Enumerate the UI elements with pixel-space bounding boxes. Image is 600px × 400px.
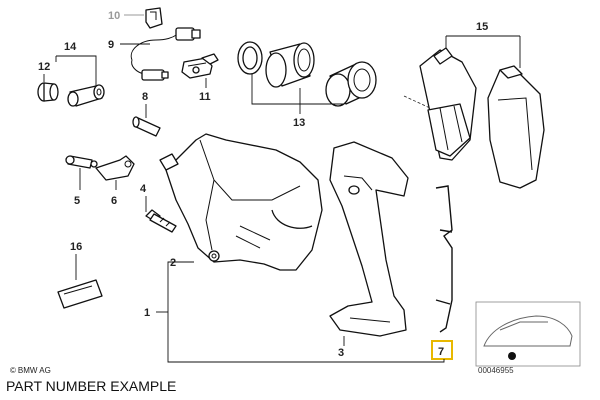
label-16[interactable]: 16	[70, 241, 82, 253]
part-7-anti-rattle-spring[interactable]	[435, 185, 453, 333]
label-7[interactable]: 7	[438, 346, 444, 358]
part-15-brake-pad-outer[interactable]	[487, 65, 545, 189]
part-3-caliper-carrier[interactable]	[329, 141, 409, 337]
thumbnail-code: 00046955	[478, 366, 514, 375]
part-9-wear-sensor[interactable]	[130, 27, 201, 81]
part-13-dust-boot[interactable]	[325, 61, 377, 107]
part-15-brake-pad-inner[interactable]	[419, 47, 477, 161]
part-8-guide-pin[interactable]	[132, 116, 161, 137]
copyright-icon: ©	[10, 366, 16, 375]
part-13-seal-ring[interactable]	[237, 41, 263, 75]
part-5-bleeder-screw[interactable]	[65, 155, 98, 169]
label-4[interactable]: 4	[140, 183, 147, 195]
part-12-sleeve[interactable]	[37, 82, 59, 102]
label-11[interactable]: 11	[199, 91, 211, 103]
label-7-highlight	[431, 340, 453, 360]
part-11-sensor-clip[interactable]	[181, 53, 219, 79]
part-16-grease-packet[interactable]	[57, 279, 103, 309]
label-9[interactable]: 9	[108, 39, 114, 51]
label-12[interactable]: 12	[38, 61, 50, 73]
label-1[interactable]: 1	[144, 307, 150, 319]
label-14[interactable]: 14	[64, 41, 77, 53]
part-14-guide-bolt[interactable]	[67, 84, 105, 107]
location-marker	[508, 352, 516, 360]
label-10[interactable]: 10	[108, 10, 120, 22]
label-15[interactable]: 15	[476, 21, 488, 33]
copyright-text: BMW AG	[17, 366, 51, 375]
label-3[interactable]: 3	[338, 347, 344, 359]
copyright-notice: © BMW AG	[10, 366, 51, 375]
label-6[interactable]: 6	[111, 195, 117, 207]
part-10-clip[interactable]	[145, 7, 163, 29]
page-caption: PART NUMBER EXAMPLE	[6, 378, 177, 394]
part-4-bolt[interactable]	[145, 209, 177, 233]
part-6-bracket[interactable]	[95, 155, 135, 181]
part-13-piston[interactable]	[265, 42, 315, 88]
label-5[interactable]: 5	[74, 195, 80, 207]
vehicle-thumbnail[interactable]	[475, 301, 581, 367]
label-13[interactable]: 13	[293, 117, 305, 129]
label-8[interactable]: 8	[142, 91, 148, 103]
part-2-caliper-housing[interactable]	[159, 133, 323, 271]
label-2[interactable]: 2	[170, 257, 176, 269]
